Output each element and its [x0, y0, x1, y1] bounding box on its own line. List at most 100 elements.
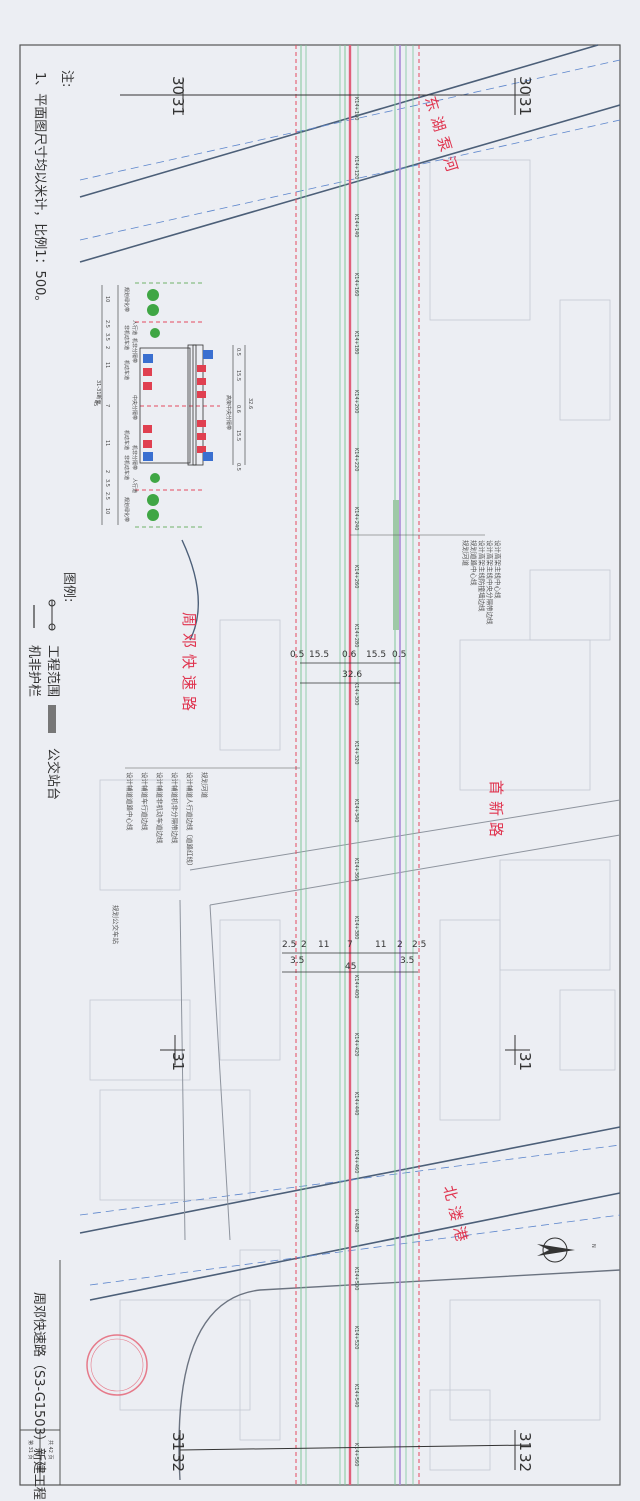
section-marker-bottom-right-a: 31 [516, 1432, 534, 1452]
chainage-label: K14+440 [353, 1091, 359, 1115]
background-buildings [89, 159, 616, 1471]
section-lines [120, 78, 531, 1470]
sheet-number: 第 31 页 [27, 1440, 33, 1460]
river-bottom-dashed [79, 1144, 621, 1286]
section-marker-top-left-b: 31 [169, 97, 187, 117]
cross-section-label: 非机动车道 [123, 455, 129, 481]
cross-section-lower-dim: 2.5 [104, 492, 110, 500]
cross-section-label: 机非分隔带 [131, 445, 137, 471]
cross-section-label: 规划绿化带 [123, 287, 129, 313]
chainage-label: K14+480 [353, 1208, 359, 1232]
cross-section-lower-dim: 10 [104, 508, 110, 515]
dimension-label: 0.5 [290, 650, 305, 660]
project-title: 周邓快速路（S3-G1503）新建工程 [31, 1292, 46, 1500]
dimension-label: 2.5 [282, 940, 297, 950]
cross-section-lower-dim: 3.5 [104, 479, 110, 487]
cross-section-lower-dim: 2 [104, 470, 110, 474]
sheet-border [19, 44, 621, 1486]
section-marker-bottom-right-b: 32 [516, 1453, 534, 1473]
bus-icon [143, 350, 213, 461]
cross-section-upper-dim: 0.5 [235, 463, 241, 471]
cross-section-label: 机非分隔带 [131, 338, 137, 364]
cross-section-upper-dim: 15.5 [235, 430, 241, 442]
section-marker-bottom-left-a: 31 [169, 1432, 187, 1452]
chainage-label: K14+360 [353, 857, 359, 881]
notes-heading: 注: [59, 70, 74, 88]
cross-section-diagram [101, 282, 246, 528]
cross-section-label: 人行道 [131, 478, 137, 494]
river-bank-curve [181, 539, 199, 641]
dimension-lines [282, 662, 418, 973]
chainage-label: K14+300 [353, 682, 359, 706]
chainage-label: K14+200 [353, 389, 359, 413]
chainage-label: K14+460 [353, 1150, 359, 1174]
chainage-label: K14+380 [353, 916, 359, 940]
chainage-label: K14+220 [353, 448, 359, 472]
cross-section-label: 规划绿化带 [123, 497, 129, 523]
callout-label-left: 设计辅道人行道边线（道路红线） [185, 772, 194, 870]
callout-label-right: 设计高架主线防撞墙边线 [477, 540, 486, 612]
chainage-label: K14+160 [353, 272, 359, 296]
legend-project-range: 工程范围 [45, 645, 60, 698]
dimension-label: 0.5 [392, 650, 407, 660]
cross-section-label: 机动车道 [123, 360, 129, 381]
bus-platform-hatch [393, 500, 399, 630]
chainage-label: K14+100 [353, 97, 359, 121]
dimension-label: 2.5 [412, 940, 427, 950]
chainage-label: K14+260 [353, 565, 359, 589]
callout-label-left: 设计辅道道路中心线 [125, 772, 134, 831]
cross-section-lower-total: 45 [92, 400, 98, 407]
chainage-label: K14+120 [353, 155, 359, 179]
approval-stamp [86, 1334, 148, 1396]
cross-section-label: 人行道 [131, 320, 137, 336]
car-icon [143, 365, 206, 453]
legend-bus-platform: 公交站台 [45, 748, 60, 801]
section-marker-top-left-a: 30 [169, 76, 187, 96]
callout-label-right: 规划道路中心线 [469, 540, 478, 586]
chainage-label: K14+400 [353, 974, 359, 998]
callout-label-right: 规划河道 [461, 540, 470, 566]
dimension-label: 15.5 [366, 650, 387, 660]
chainage-label: K14+140 [353, 214, 359, 238]
cross-section-upper-dim: 15.5 [235, 370, 241, 382]
dimension-label: 3.5 [290, 956, 305, 966]
cross-section-lower-dim: 2 [104, 346, 110, 350]
dimension-label: 3.5 [400, 956, 415, 966]
chainage-label: K14+540 [353, 1384, 359, 1408]
project-range-icon [48, 599, 56, 631]
cross-road-shouxin [179, 799, 621, 1241]
chainage-label: K14+560 [353, 1442, 359, 1466]
main-road-lines [295, 45, 420, 1485]
road-name-main: 周邓快速路 [180, 612, 198, 718]
cross-section-lower-dim: 3.5 [104, 333, 110, 341]
dimension-label: 15.5 [309, 650, 330, 660]
cross-section-lower-dim: 2.5 [104, 320, 110, 328]
dimension-label: 0.6 [342, 650, 357, 660]
cross-section-lower-dim: 10 [104, 296, 110, 303]
cross-section-label: 中央分隔带 [131, 395, 137, 421]
tree-icon [147, 289, 160, 521]
legend-symbols [33, 599, 56, 733]
chainage-label: K14+500 [353, 1267, 359, 1291]
chainage-label: K14+340 [353, 799, 359, 823]
chainage-label: K14+520 [353, 1325, 359, 1349]
legend-guardrail: 机非护栏 [26, 645, 41, 698]
callout-label-left: 设计辅道车行道边线 [140, 772, 149, 831]
bus-callout: 规划公交车站 [111, 905, 120, 944]
callout-label-right: 设计高架主线中央分隔带边线 [485, 540, 494, 625]
sheet-total: 共 42 页 [47, 1440, 53, 1460]
north-label: N [590, 1244, 596, 1248]
callout-label-left: 设计辅道非机动车道边线 [155, 772, 164, 844]
cross-section-lower-dim: 11 [104, 362, 110, 369]
bus-platform-hatch-icon [48, 705, 56, 733]
chainage-label: K14+180 [353, 331, 359, 355]
dimension-label: 2 [301, 940, 307, 950]
cross-section-lower-dim: 7 [104, 404, 110, 408]
north-arrow-icon [537, 1237, 575, 1263]
road-curve-bottom [178, 1269, 621, 1481]
chainage-label: K14+420 [353, 1033, 359, 1057]
section-marker-bottom-left-b: 32 [169, 1453, 187, 1473]
chainage-label: K14+320 [353, 740, 359, 764]
section-marker-top-right-a: 30 [516, 76, 534, 96]
section-marker-mid-right: 31 [516, 1052, 534, 1072]
